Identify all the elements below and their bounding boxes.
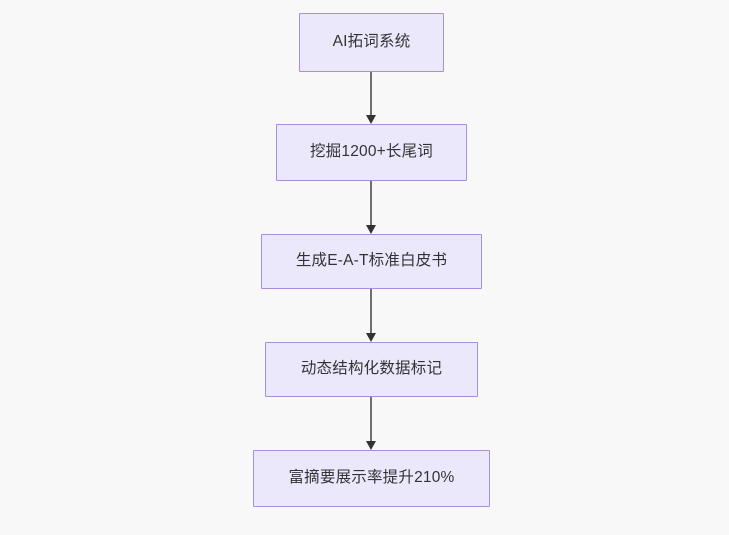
arrow-head-icon xyxy=(366,115,376,124)
flow-node-3[interactable]: 生成E-A-T标准白皮书 xyxy=(261,234,482,289)
flow-node-4[interactable]: 动态结构化数据标记 xyxy=(265,342,478,397)
flow-node-1[interactable]: AI拓词系统 xyxy=(299,13,444,72)
flow-node-label: 挖掘1200+长尾词 xyxy=(309,143,434,161)
edge-line xyxy=(369,289,373,333)
flow-node-5[interactable]: 富摘要展示率提升210% xyxy=(253,450,490,507)
flow-node-label: 动态结构化数据标记 xyxy=(300,360,443,378)
arrow-head-icon xyxy=(366,333,376,342)
edge-line xyxy=(369,72,373,115)
edge-line xyxy=(369,397,373,441)
flow-node-2[interactable]: 挖掘1200+长尾词 xyxy=(276,124,467,181)
arrow-head-icon xyxy=(366,441,376,450)
flow-node-label: AI拓词系统 xyxy=(332,33,411,51)
arrow-head-icon xyxy=(366,225,376,234)
flow-node-label: 生成E-A-T标准白皮书 xyxy=(295,252,448,270)
flow-node-label: 富摘要展示率提升210% xyxy=(288,469,455,487)
edge-line xyxy=(369,181,373,225)
